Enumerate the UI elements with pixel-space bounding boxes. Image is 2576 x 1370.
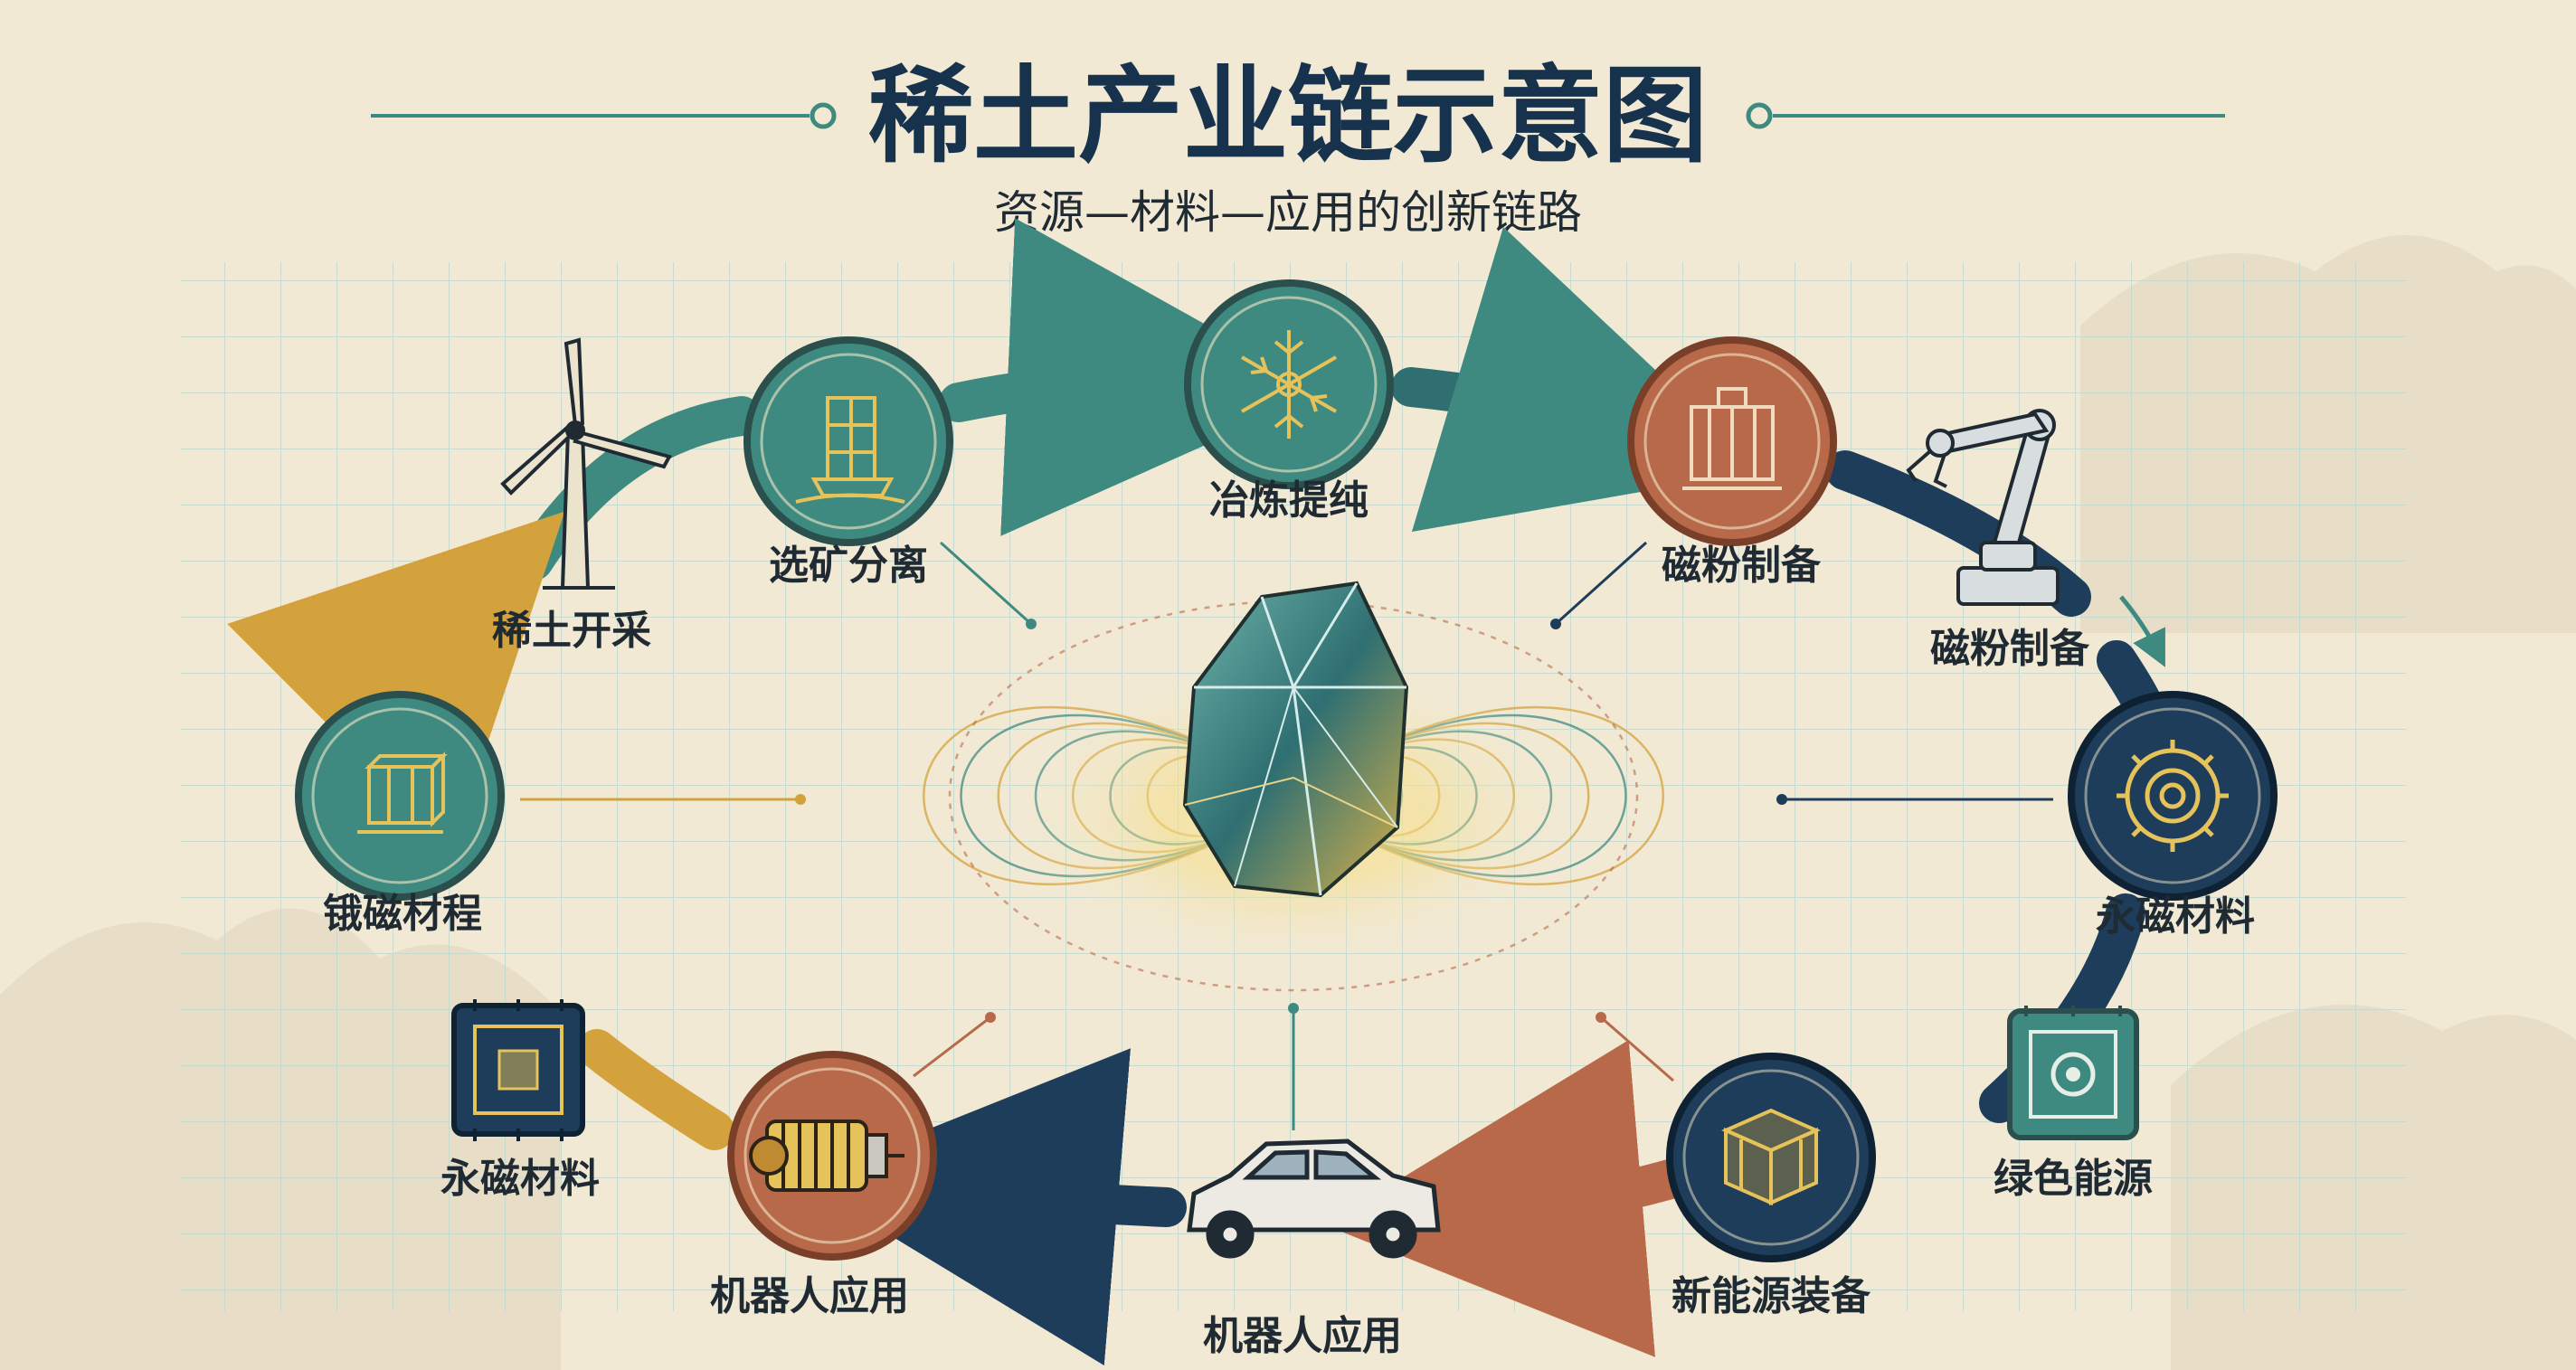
- side-item-permanent-magnet[interactable]: 永磁材料: [440, 999, 600, 1202]
- gear-icon: [2117, 740, 2229, 852]
- side-label: 机器人应用: [1203, 1313, 1402, 1359]
- side-label: 磁粉制备: [1930, 626, 2090, 672]
- node-smelting[interactable]: 冶炼提纯: [1184, 279, 1394, 524]
- chip-icon: [451, 999, 585, 1141]
- node-label: 永磁材料: [2096, 893, 2255, 940]
- wind-turbine-icon: [500, 337, 672, 590]
- magnet-block-icon: [357, 751, 448, 834]
- small-arrow-left: [407, 595, 454, 673]
- side-item-rare-earth-mining[interactable]: 稀土开采: [492, 337, 672, 654]
- node-robot-application[interactable]: 机器人应用: [710, 1051, 937, 1319]
- side-label: 永磁材料: [440, 1156, 600, 1202]
- arc-smelting-to-powder: [1391, 226, 1763, 533]
- node-new-energy-equipment[interactable]: 新能源装备: [1666, 1053, 1876, 1319]
- side-item-green-energy[interactable]: 绿色能源: [1994, 1006, 2153, 1202]
- arc-equipment-to-vehicle: [1324, 1039, 1702, 1357]
- motor-icon: [749, 1120, 904, 1192]
- side-label: 稀土开采: [492, 608, 651, 654]
- battery-block-icon: [1721, 1108, 1821, 1206]
- node-permanent-magnet[interactable]: 永磁材料: [2068, 691, 2278, 940]
- page-title: 稀土产业链示意图: [868, 55, 1708, 177]
- side-label: 绿色能源: [1994, 1156, 2153, 1202]
- ore-processing-icon: [795, 396, 905, 504]
- node-label: 新能源装备: [1672, 1273, 1871, 1319]
- furnace-icon: [1682, 387, 1782, 490]
- node-label: 选矿分离: [769, 543, 928, 589]
- node-label: 冶炼提纯: [1209, 477, 1368, 524]
- arc-separation-to-smelting: [939, 218, 1326, 536]
- node-label: 锇磁材程: [323, 891, 482, 937]
- arc-motor-to-chip: [577, 1029, 734, 1150]
- arc-left-return: [227, 511, 565, 849]
- node-magnetic-powder[interactable]: 磁粉制备: [1627, 336, 1837, 589]
- page-subtitle: 资源—材料—应用的创新链路: [994, 186, 1582, 239]
- chip-gear-icon: [2007, 1006, 2139, 1140]
- side-item-magnetic-powder[interactable]: 磁粉制备: [1906, 409, 2090, 672]
- car-icon: [1187, 1139, 1441, 1259]
- node-label: 机器人应用: [710, 1273, 909, 1319]
- connectors: [520, 541, 2053, 1130]
- node-ore-separation[interactable]: 选矿分离: [743, 336, 953, 589]
- node-magnet-material-left[interactable]: 锇磁材程: [295, 691, 505, 937]
- small-arrow-right: [2119, 595, 2165, 667]
- node-label: 磁粉制备: [1662, 543, 1822, 589]
- rare-earth-crystal-icon: [1182, 581, 1409, 898]
- snowflake-crystal-icon: [1241, 330, 1337, 439]
- robot-arm-icon: [1906, 409, 2060, 606]
- side-item-vehicle[interactable]: 机器人应用: [1187, 1139, 1441, 1359]
- arc-vehicle-to-motor: [800, 1048, 1187, 1366]
